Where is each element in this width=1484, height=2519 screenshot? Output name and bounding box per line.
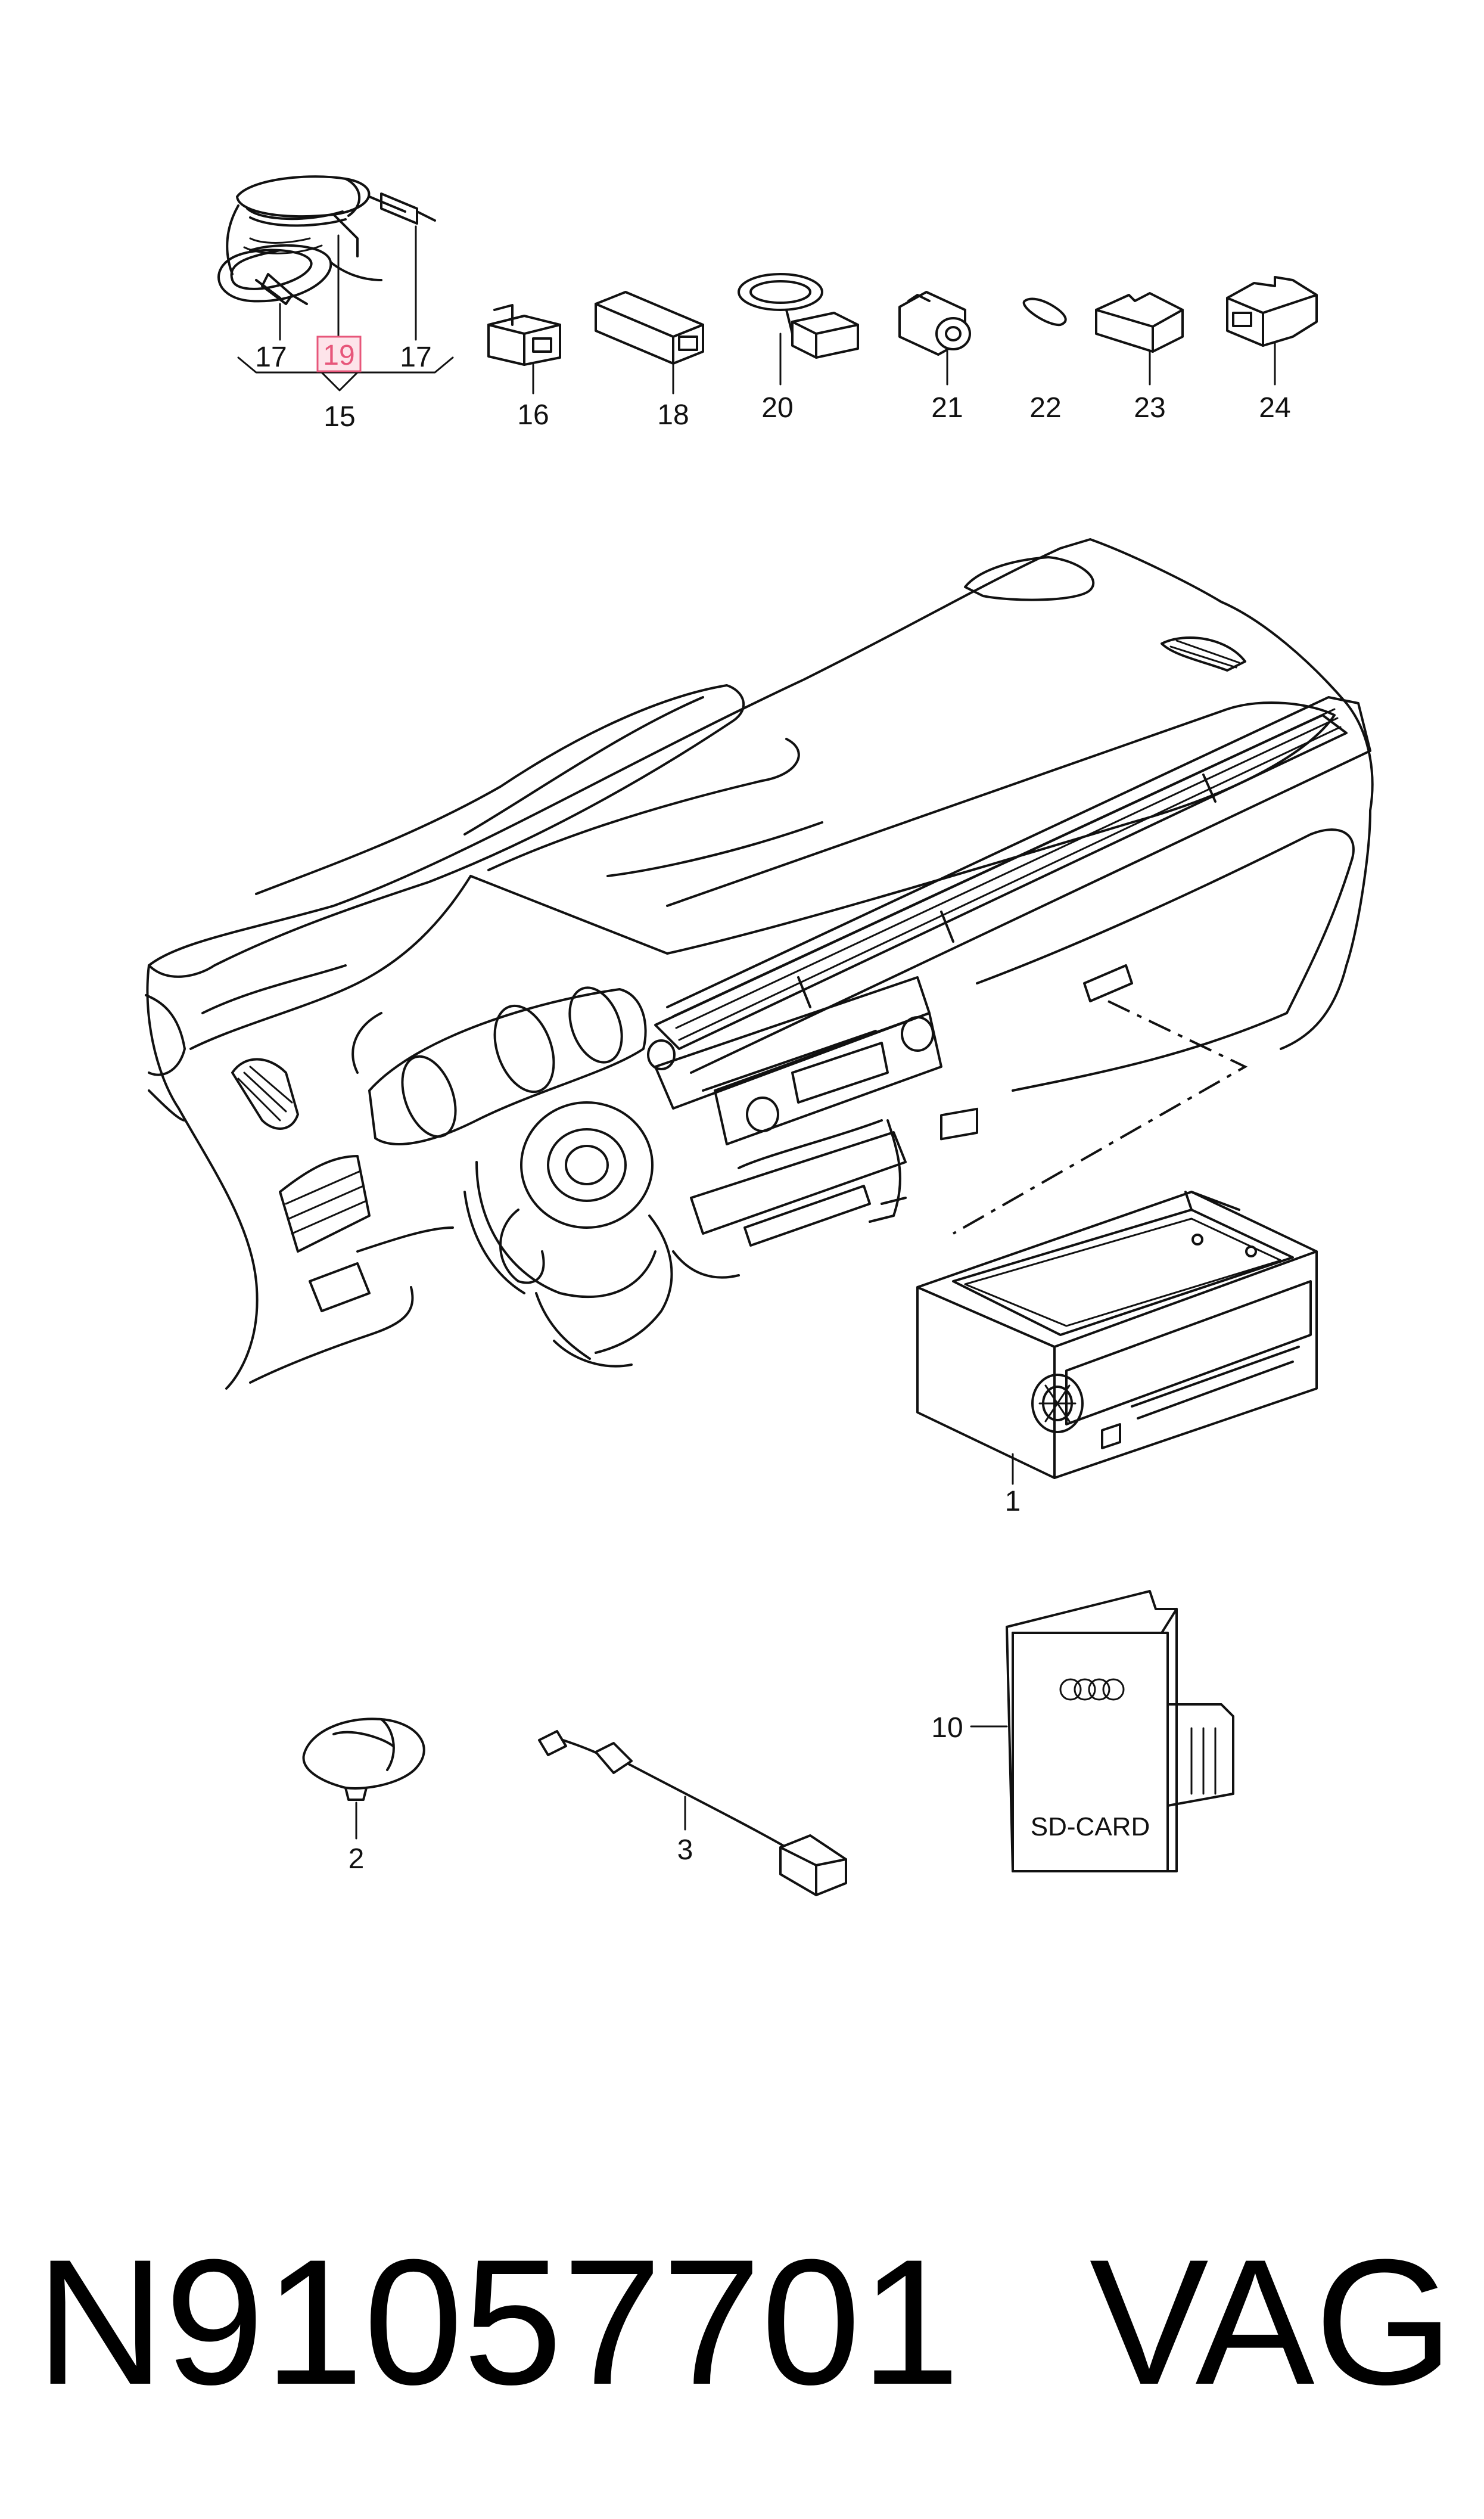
callout-16: 16 (517, 399, 549, 431)
bracket-15 (237, 356, 454, 374)
callout-1: 1 (1005, 1486, 1021, 1517)
pin-22-part (1022, 297, 1067, 327)
callout-10: 10 (931, 1712, 963, 1744)
callout-22: 22 (1029, 392, 1061, 424)
ferrite-21-part (898, 291, 971, 356)
dashboard-illustration (145, 538, 1374, 1390)
sd-card-label: SD-CARD (1031, 1812, 1150, 1841)
callout-2: 2 (349, 1843, 365, 1875)
callout-17a: 17 (255, 341, 287, 373)
callout-17b: 17 (400, 341, 431, 373)
callout-20: 20 (761, 392, 793, 424)
ring-connector-20-part (738, 273, 859, 359)
sd-card-10-part: SD-CARD (1006, 1590, 1234, 1872)
callout-15: 15 (323, 401, 355, 433)
callout-23: 23 (1134, 392, 1165, 424)
callout-21: 21 (931, 392, 963, 424)
brand-name: VAG (1090, 2222, 1454, 2422)
connector-18-part (595, 291, 704, 365)
part-number: N91057701 (36, 2222, 960, 2422)
cable-3-part (538, 1730, 847, 1896)
bracket-15-arrow (321, 371, 359, 392)
antenna-2-part (302, 1717, 425, 1801)
coiled-cable-part (217, 175, 436, 305)
cap-23-part (1095, 292, 1184, 353)
connector-16-part (487, 304, 561, 366)
callout-24: 24 (1259, 392, 1290, 424)
head-unit-1-part (916, 1107, 1318, 1479)
callout-3: 3 (677, 1834, 693, 1866)
clip-24-part (1226, 276, 1318, 347)
callout-18: 18 (657, 399, 689, 431)
audi-rings-icon (1059, 1678, 1125, 1701)
callout-19: 19 (323, 340, 354, 371)
highlight-19 (316, 336, 362, 372)
